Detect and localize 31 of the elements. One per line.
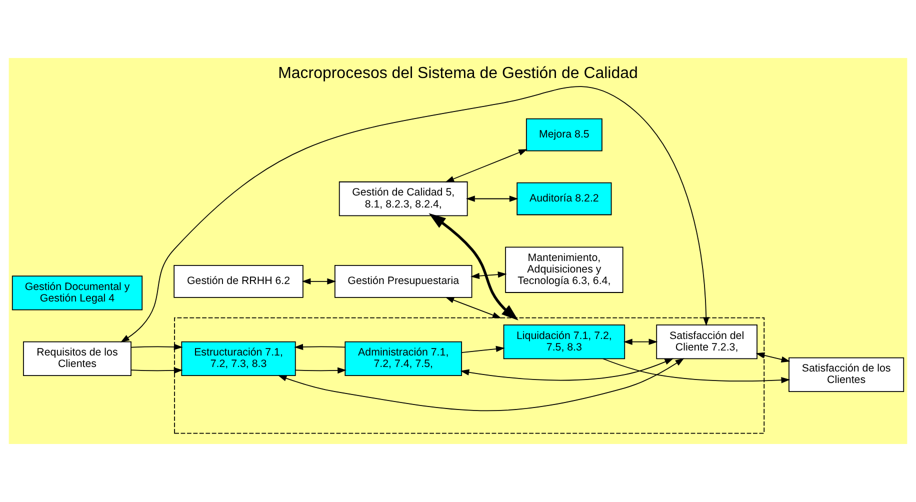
node-box: Gestión Documental y Gestión Legal 4 xyxy=(12,276,143,310)
arrow xyxy=(445,296,502,318)
arrow xyxy=(294,344,346,350)
node-box: Mejora 8.5 xyxy=(526,118,602,152)
arrow xyxy=(278,358,684,412)
node-box: Administración 7.1, 7.2, 7.4, 7.5, xyxy=(344,341,462,376)
arrow xyxy=(756,352,790,362)
diagram-title: Macroprocesos del Sistema de Gestión de Calidad xyxy=(278,64,638,82)
arrow xyxy=(120,86,710,342)
node-box: Gestión de RRHH 6.2 xyxy=(174,264,304,298)
arrow xyxy=(461,346,505,354)
arrow xyxy=(466,196,518,202)
node-box: Gestión Presupuestaria xyxy=(334,264,472,298)
node-box: Satisfacción del Cliente 7.2.3, xyxy=(656,324,758,360)
node-box: Estructuración 7.1, 7.2, 7.3, 8.3 xyxy=(181,341,296,376)
arrow xyxy=(295,367,346,374)
node-box: Auditoría 8.2.2 xyxy=(516,182,612,216)
arrow xyxy=(445,149,528,182)
arrow xyxy=(623,338,658,345)
arrow xyxy=(302,278,336,284)
node-box: Requisitos de los Clientes xyxy=(23,341,132,376)
arrow xyxy=(130,344,183,350)
arrow xyxy=(428,213,518,320)
node-box: Satisfacción de los Clientes xyxy=(788,357,904,392)
arrow xyxy=(602,358,790,384)
node-box: Gestión de Calidad 5, 8.1, 8.2.3, 8.2.4, xyxy=(338,181,468,216)
node-box: Liquidación 7.1, 7.2, 7.5, 8.3 xyxy=(503,324,626,360)
arrow xyxy=(470,271,507,280)
arrow xyxy=(460,358,674,381)
arrow xyxy=(130,367,183,374)
node-box: Mantenimiento, Adquisiciones y Tecnología 6.3, 6.4, xyxy=(505,246,624,293)
